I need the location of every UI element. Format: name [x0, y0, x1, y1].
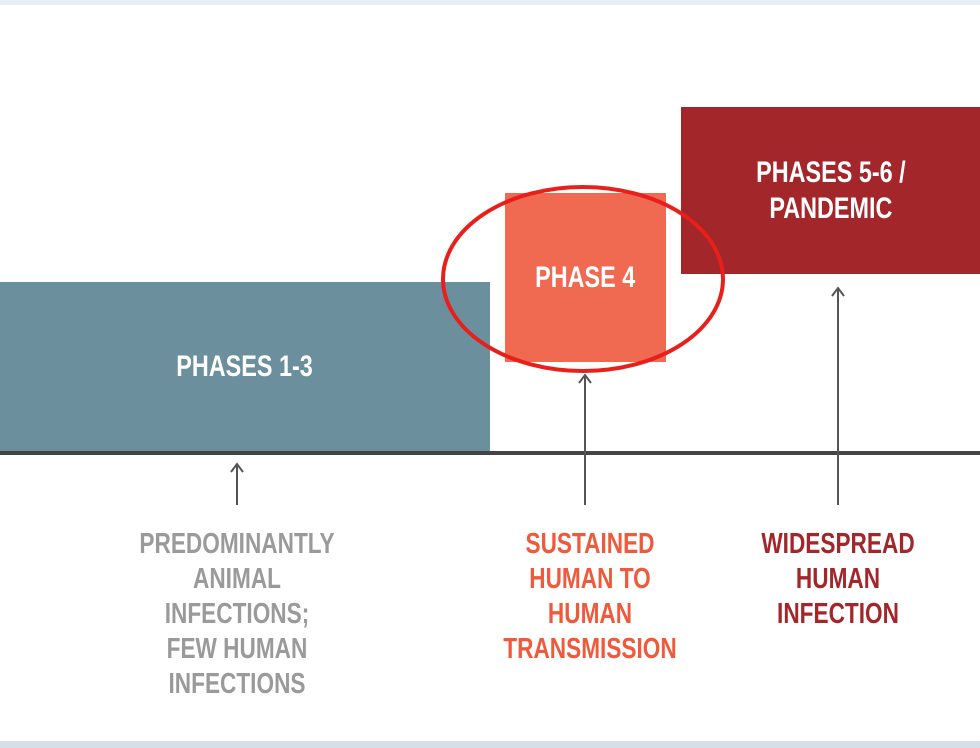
caption-line: INFECTIONS — [168, 668, 306, 700]
top-border — [0, 0, 980, 5]
caption-phases-5-6: WIDESPREAD HUMAN INFECTION — [688, 527, 980, 632]
caption-line: INFECTION — [777, 598, 899, 630]
bottom-border — [0, 741, 980, 748]
caption-line: HUMAN TO — [529, 563, 651, 595]
arrow-phase-4 — [578, 373, 592, 505]
caption-line: INFECTIONS; — [164, 598, 310, 630]
caption-line: ANIMAL — [193, 563, 281, 595]
phases-5-6-box: PHASES 5-6 / PANDEMIC — [681, 107, 980, 274]
caption-line: PREDOMINANTLY — [139, 528, 335, 560]
caption-line: HUMAN — [795, 563, 881, 595]
caption-line: FEW HUMAN — [166, 633, 308, 665]
phases-1-3-label: PHASES 1-3 — [176, 350, 314, 383]
caption-line: TRANSMISSION — [503, 633, 677, 665]
caption-phase-4: SUSTAINED HUMAN TO HUMAN TRANSMISSION — [440, 527, 740, 667]
caption-phases-1-3: PREDOMINANTLY ANIMAL INFECTIONS; FEW HUM… — [87, 527, 387, 702]
phase-4-label: PHASE 4 — [535, 260, 636, 294]
caption-line: SUSTAINED — [525, 528, 655, 560]
caption-line: HUMAN — [547, 598, 633, 630]
caption-line: WIDESPREAD — [761, 528, 915, 560]
arrow-phases-1-3 — [230, 462, 244, 505]
phase-4-box: PHASE 4 — [505, 193, 666, 362]
arrow-phases-5-6 — [831, 286, 845, 505]
phases-1-3-box: PHASES 1-3 — [0, 282, 490, 452]
phases-5-6-label: PHASES 5-6 / PANDEMIC — [755, 155, 906, 225]
highlight-ellipse — [441, 185, 725, 373]
